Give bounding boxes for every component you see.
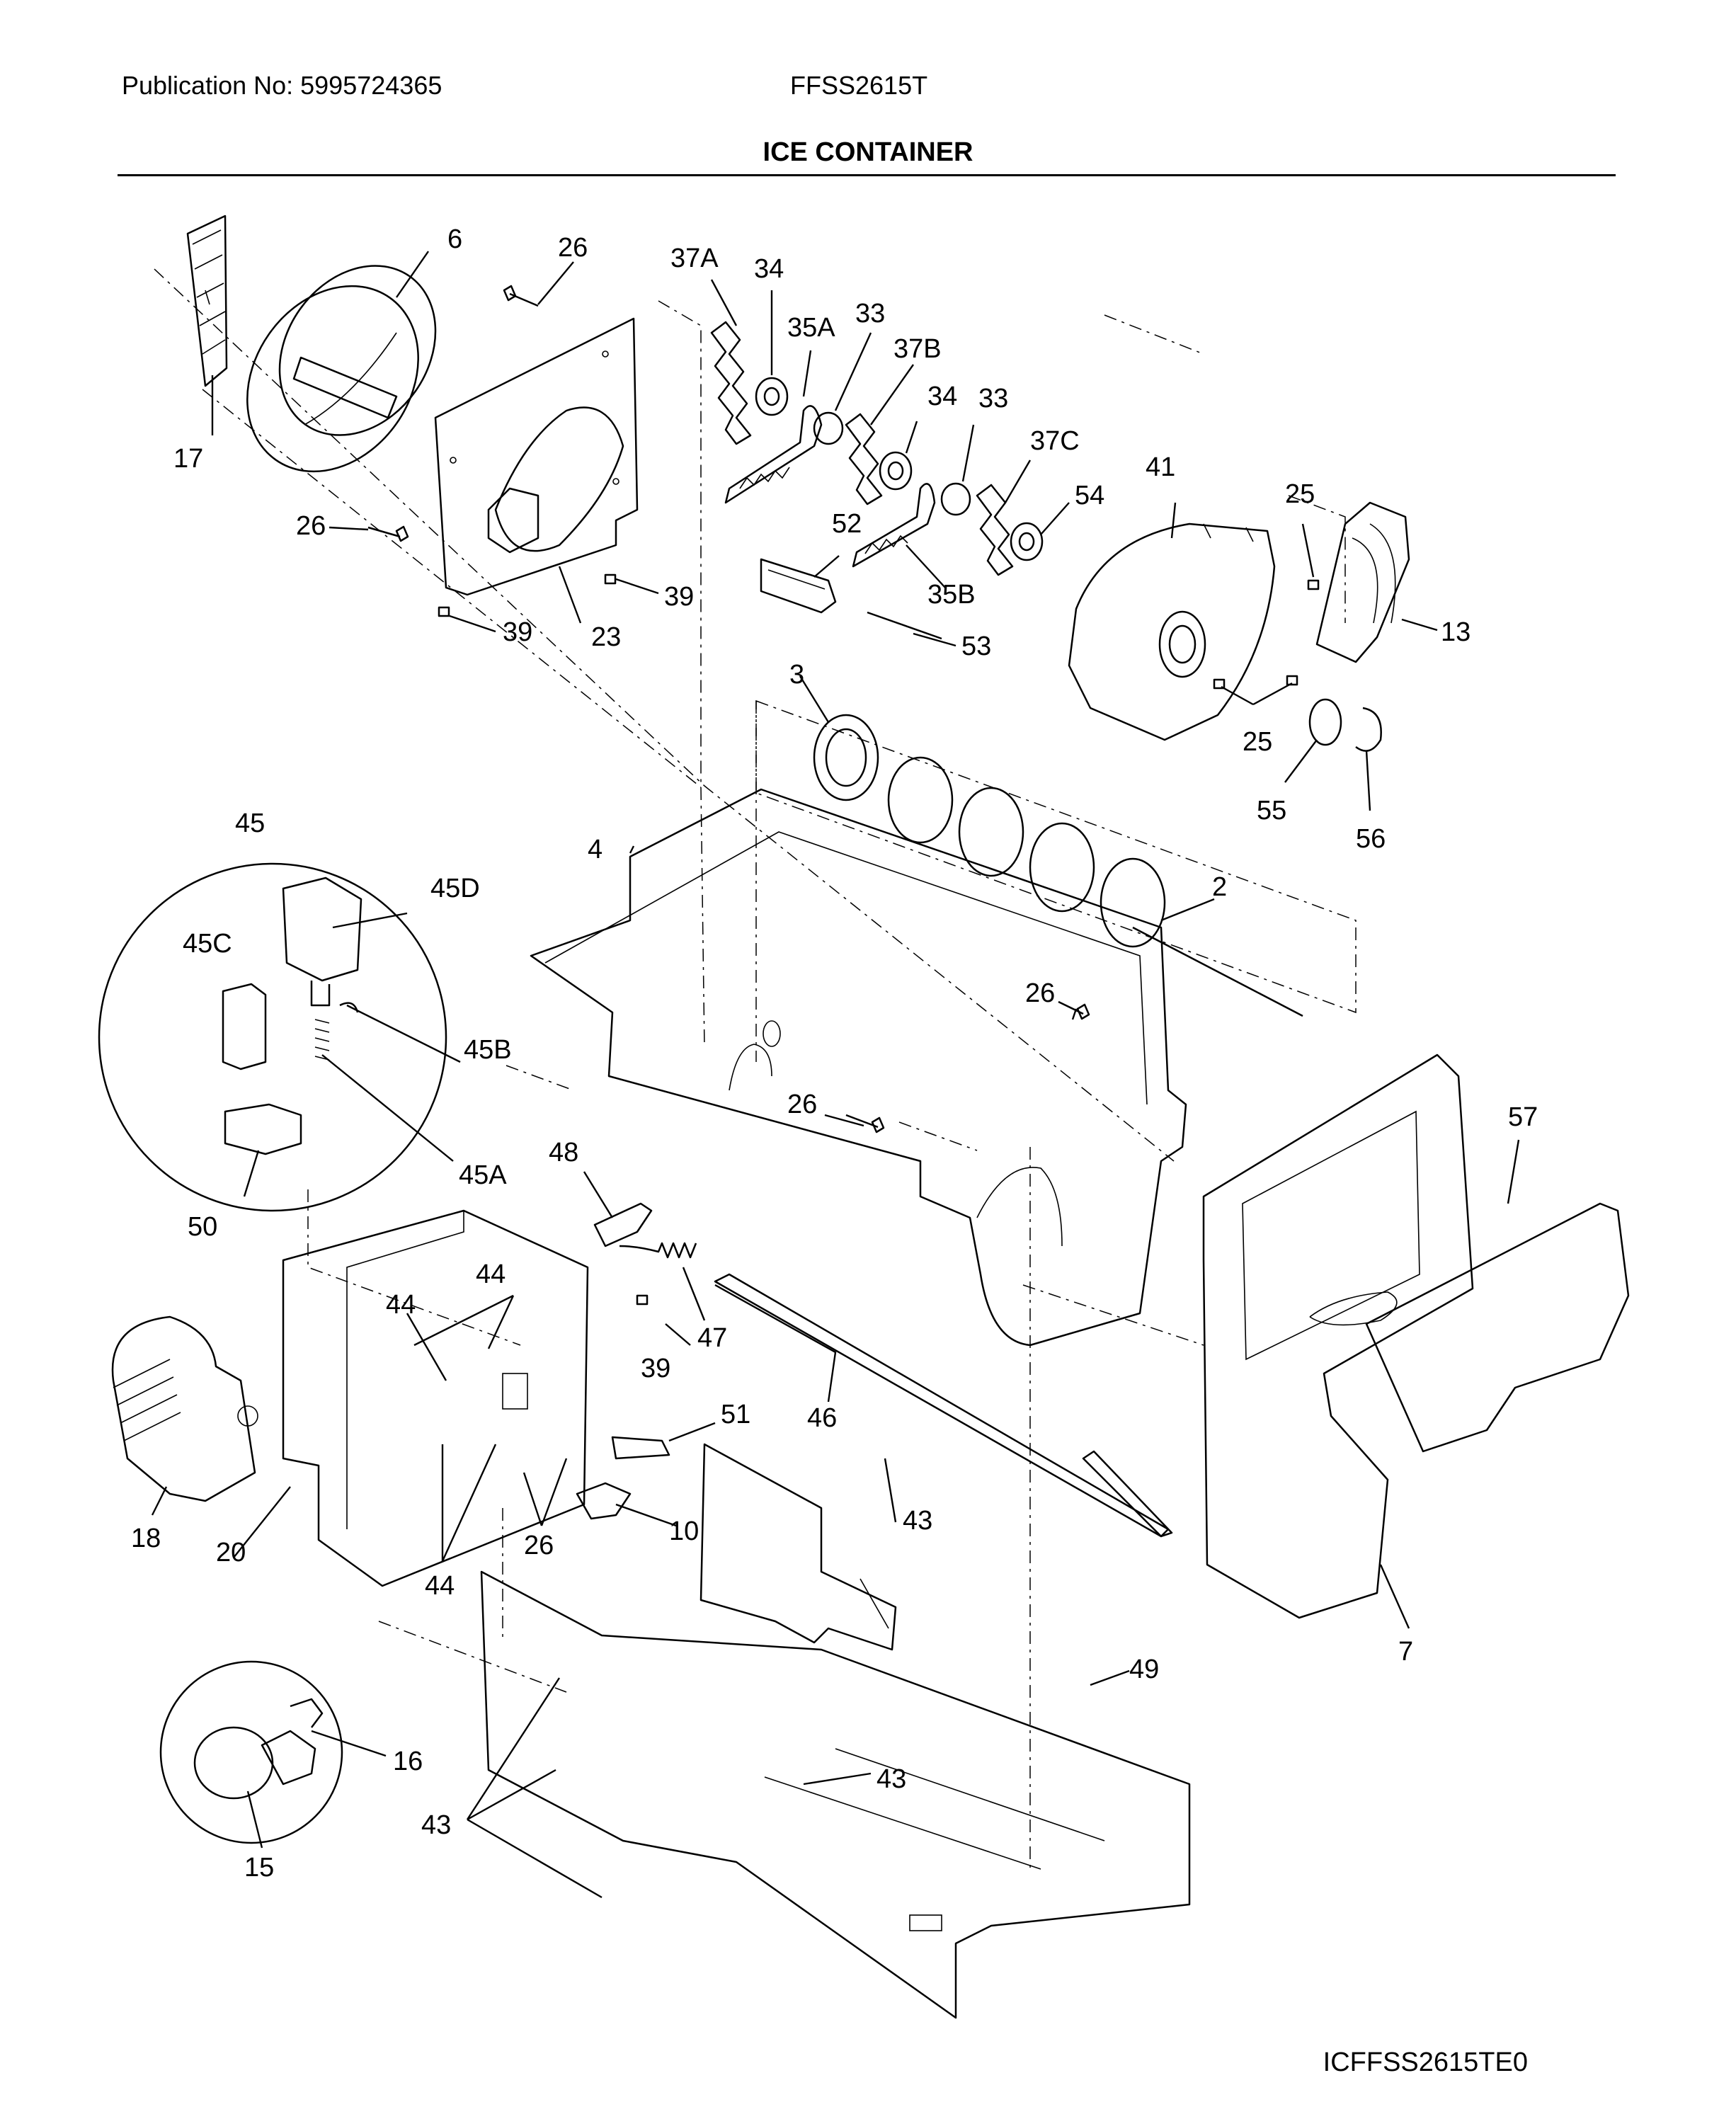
part-13-shield bbox=[1315, 501, 1410, 663]
callout-35a: 35A bbox=[787, 313, 835, 343]
callout-25: 25 bbox=[1243, 727, 1272, 757]
callout-15: 15 bbox=[244, 1853, 274, 1883]
callout-43: 43 bbox=[421, 1810, 451, 1840]
callout-25: 25 bbox=[1285, 479, 1315, 509]
part-51-actuator bbox=[611, 1436, 670, 1460]
callout-26: 26 bbox=[1025, 978, 1055, 1008]
callout-44: 44 bbox=[425, 1571, 455, 1601]
callout-51: 51 bbox=[721, 1400, 750, 1429]
callout-35b: 35B bbox=[927, 580, 976, 610]
callout-50: 50 bbox=[188, 1212, 217, 1242]
callout-33: 33 bbox=[855, 299, 885, 329]
callout-54: 54 bbox=[1075, 481, 1104, 510]
part-23-back-plate bbox=[434, 317, 639, 596]
callout-2: 2 bbox=[1212, 872, 1227, 902]
callout-26: 26 bbox=[787, 1090, 817, 1119]
part-57-door bbox=[1365, 1202, 1630, 1453]
model-number: FFSS2615T bbox=[790, 71, 928, 100]
page-title: ICE CONTAINER bbox=[763, 137, 973, 167]
part-49-pan bbox=[480, 1570, 1191, 2019]
callout-33: 33 bbox=[978, 384, 1008, 413]
callout-45: 45 bbox=[235, 809, 265, 838]
callout-56: 56 bbox=[1356, 824, 1386, 854]
callout-6: 6 bbox=[447, 224, 462, 254]
header-rule bbox=[118, 174, 1616, 176]
callout-3: 3 bbox=[789, 660, 804, 690]
callout-39: 39 bbox=[503, 617, 532, 647]
leader-lines bbox=[151, 251, 1520, 1899]
lamp-detail-circle bbox=[159, 1660, 343, 1844]
callout-10: 10 bbox=[669, 1516, 699, 1546]
cam-lever-assembly bbox=[710, 321, 1044, 576]
callout-49: 49 bbox=[1129, 1655, 1159, 1684]
screws bbox=[367, 285, 1320, 1306]
part-7-chute-housing bbox=[1202, 1053, 1474, 1619]
callout-26: 26 bbox=[558, 233, 588, 263]
callout-4: 4 bbox=[588, 835, 603, 864]
callout-26: 26 bbox=[524, 1531, 554, 1560]
part-3-ring bbox=[813, 714, 879, 801]
callout-16: 16 bbox=[393, 1747, 423, 1776]
callout-23: 23 bbox=[591, 622, 621, 652]
callout-37b: 37B bbox=[893, 334, 942, 364]
callout-17: 17 bbox=[173, 444, 203, 474]
callout-labels: 17 6 26 37A 34 35A 33 37B 34 33 37C 54 4… bbox=[131, 224, 1538, 1883]
part-55-ring bbox=[1308, 698, 1342, 746]
assembly-guide-lines bbox=[154, 268, 1357, 1869]
callout-47: 47 bbox=[697, 1323, 727, 1353]
callout-45a: 45A bbox=[459, 1160, 507, 1190]
callout-34: 34 bbox=[754, 254, 784, 284]
part-56-clip bbox=[1355, 707, 1382, 752]
callout-20: 20 bbox=[216, 1538, 246, 1567]
part-18-motor bbox=[111, 1315, 258, 1502]
callout-43: 43 bbox=[903, 1506, 932, 1536]
callout-37a: 37A bbox=[670, 244, 719, 273]
callout-48: 48 bbox=[549, 1138, 578, 1167]
callout-39: 39 bbox=[664, 582, 694, 612]
part-6-auger-drum bbox=[246, 265, 437, 473]
callout-13: 13 bbox=[1441, 617, 1471, 647]
callout-37c: 37C bbox=[1030, 426, 1080, 456]
callout-55: 55 bbox=[1257, 796, 1286, 826]
callout-45c: 45C bbox=[183, 929, 232, 959]
callout-34: 34 bbox=[927, 382, 957, 411]
callout-18: 18 bbox=[131, 1524, 161, 1553]
callout-39: 39 bbox=[641, 1354, 670, 1383]
part-20-housing bbox=[282, 1209, 589, 1587]
callout-45b: 45B bbox=[464, 1035, 512, 1065]
part-47-spring bbox=[619, 1242, 697, 1259]
callout-44: 44 bbox=[386, 1290, 416, 1320]
part-41-cover bbox=[1068, 522, 1276, 741]
detail-45-circle bbox=[98, 862, 447, 1212]
publication-number: Publication No: 5995724365 bbox=[122, 71, 442, 100]
part-10-lever bbox=[576, 1482, 632, 1520]
callout-53: 53 bbox=[961, 632, 991, 661]
part-52-switch bbox=[760, 558, 837, 614]
part-53-pin bbox=[867, 611, 942, 640]
callout-52: 52 bbox=[832, 509, 862, 539]
part-4-ice-bucket bbox=[530, 788, 1187, 1347]
part-43-upper-bracket bbox=[699, 1443, 897, 1651]
callout-43: 43 bbox=[876, 1764, 906, 1794]
part-17-filter-strip bbox=[186, 215, 228, 387]
callout-26: 26 bbox=[296, 511, 326, 541]
part-2-auger-spring bbox=[887, 756, 1303, 1017]
callout-46: 46 bbox=[807, 1403, 837, 1433]
callout-7: 7 bbox=[1398, 1637, 1413, 1667]
diagram-code: ICFFSS2615TE0 bbox=[1323, 2047, 1528, 2077]
callout-41: 41 bbox=[1146, 452, 1175, 482]
part-48-bracket bbox=[593, 1202, 653, 1247]
callout-57: 57 bbox=[1508, 1102, 1538, 1132]
part-46-rod bbox=[714, 1273, 1170, 1538]
callout-45d: 45D bbox=[430, 874, 480, 903]
callout-44: 44 bbox=[476, 1260, 506, 1289]
